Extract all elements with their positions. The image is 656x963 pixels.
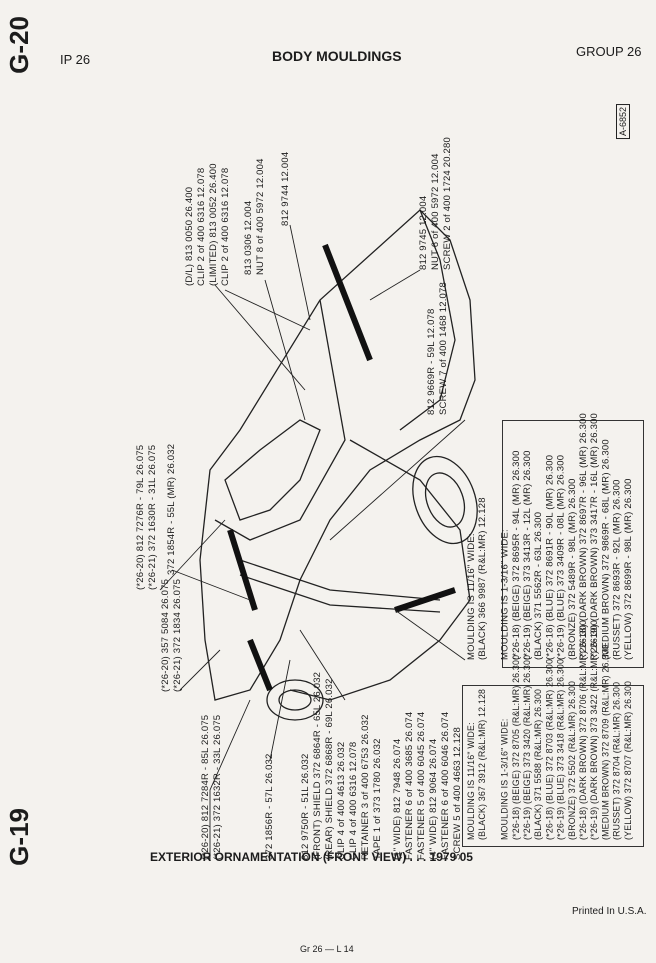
callout-line: 812 9745 12.004 xyxy=(418,195,429,270)
callout-line: (YELLOW) 372 8707 (R&L:MR) 26.300 xyxy=(622,680,633,840)
callout-line: TAPE 1 of 373 1780 26.032 xyxy=(372,738,383,860)
callout-line: 372 1854R - 55L (MR) 26.032 xyxy=(166,443,177,575)
page-code-bottom: G-19 xyxy=(4,808,34,866)
callout-line: (MEDIUM BROWN) 372 8709 (R&L:MR) 26.300 xyxy=(600,644,611,840)
diagram-caption: EXTERIOR ORNAMENTATION (FRONT VIEW) . . … xyxy=(150,850,473,864)
printed-note: Printed In U.S.A. xyxy=(572,906,647,917)
ip-label: IP 26 xyxy=(60,52,91,67)
callout-5084: (*26-20) 357 5084 26.075(*26-21) 372 183… xyxy=(160,578,184,692)
callout-line: (*26-21) 372 1834 26.075 xyxy=(172,578,183,692)
callout-line: (RUSSET) 372 8693R - 92L (MR) 26.300 xyxy=(611,479,623,660)
page-title: BODY MOULDINGS xyxy=(272,48,402,64)
callout-line xyxy=(488,685,499,840)
callout-line: (BLACK) 371 5562R - 63L 26.300 xyxy=(533,511,545,660)
reference-box: A-6852 xyxy=(616,104,630,140)
callout-line: SCREW 2 of 400 1724 20.280 xyxy=(442,136,453,270)
moulding-box-upper xyxy=(502,420,644,668)
moulding-list-lower: MOULDING IS 11/16" WIDE:(BLACK) 367 3912… xyxy=(466,620,634,840)
callout-line: CLIP 4 of 400 4613 26.032 xyxy=(336,741,347,860)
callout-line: FASTENER 6 of 400 6046 26.074 xyxy=(440,711,451,860)
callout-line: (4" WIDE) 812 9064 26.074 xyxy=(428,738,439,860)
callout-7284: (*26-20) 812 7284R - 85L 26.075(*26-21) … xyxy=(200,690,224,860)
callout-line: (*26-21) 372 1632R - 33L 26.075 xyxy=(212,714,223,860)
callout-line: (*26-20) 812 7276R - 79L 26.075 xyxy=(135,444,146,590)
callout-line: 812 9669R - 59L 12.078 xyxy=(426,308,437,415)
callout-line: MOULDING IS 1-3/16" WIDE: xyxy=(499,529,511,660)
callout-7276: (*26-20) 812 7276R - 79L 26.075(*26-21) … xyxy=(135,425,159,590)
callout-line: (BLACK) 366 9987 (R&L:MR) 12.128 xyxy=(477,497,489,660)
callout-line: (*26-19) (BLUE) 373 3418 (R&L:MR) 26.300 xyxy=(555,658,566,840)
callout-line: (*26-21) 372 1630R - 31L 26.075 xyxy=(147,444,158,590)
callout-line: (*26-20) 812 7284R - 85L 26.075 xyxy=(200,714,211,860)
callout-line: (*26-19) (BEIGE) 373 3420 (R&L:MR) 26.30… xyxy=(522,654,533,840)
callout-line: 372 1856R - 57L 26.032 xyxy=(264,753,275,860)
callout-line: NUT 6 of 400 5972 12.004 xyxy=(430,153,441,270)
page-code-top: G-20 xyxy=(4,16,34,74)
callout-line: (1" WIDE) 812 7948 26.074 xyxy=(392,738,403,860)
callout-9750: 812 9750R - 51L 26.032(FRONT) SHIELD 372… xyxy=(300,660,384,860)
callout-line: (BLACK) 367 3912 (R&L:MR) 12.128 xyxy=(477,688,488,840)
callout-line: RETAINER 3 of 400 6753 26.032 xyxy=(360,714,371,860)
callout-line: (*26-18) (DARK BROWN) 372 8706 (R&L:MR) … xyxy=(578,620,589,840)
callout-line: MOULDING IS 1-3/16" WIDE: xyxy=(499,718,510,840)
page-reference: Gr 26 — L 14 xyxy=(300,944,354,954)
callout-line: (BRONZE) 372 5489R - 98L (MR) 26.300 xyxy=(566,478,578,660)
group-label: GROUP 26 xyxy=(576,44,642,59)
callout-line: (*26-18) (BLUE) 372 8703 (R&L:MR) 26.300 xyxy=(544,658,555,840)
callout-line: (BRONZE) 372 5502 (R&L:MR) 26.300 xyxy=(566,680,577,840)
callout-1856: 372 1856R - 57L 26.032 xyxy=(264,745,276,860)
callout-line: (RUSSET) 372 8704 (R&L:MR) 26.300 xyxy=(611,681,622,840)
callout-line: FASTENER 6 of 400 3685 26.074 xyxy=(404,711,415,860)
callout-line: 812 9750R - 51L 26.032 xyxy=(300,753,311,860)
callout-line: (*26-19) (DARK BROWN) 373 3422 (R&L:MR) … xyxy=(589,620,600,840)
callout-9744: 812 9744 12.004 xyxy=(280,150,292,226)
callout-line: FASTENER 5 of 400 6045 26.074 xyxy=(416,711,427,860)
callout-1854: 372 1854R - 55L (MR) 26.032 xyxy=(166,443,178,575)
callout-line: 813 0306 12.004 xyxy=(243,200,254,275)
callout-line: (*26-18) (BEIGE) 372 8695R - 94L (MR) 26… xyxy=(510,450,522,660)
callout-line: CLIP 2 of 400 6316 12.078 xyxy=(196,167,207,286)
callout-line: (*26-18) (BLUE) 372 8691R - 90L (MR) 26.… xyxy=(544,454,556,660)
moulding-list-upper: MOULDING IS 11/16" WIDE:(BLACK) 366 9987… xyxy=(466,413,634,660)
callout-line: (D/L) 813 0050 26.400 xyxy=(184,186,195,286)
callout-line: (REAR) SHIELD 372 6868R - 69L 26.032 xyxy=(324,678,335,860)
callout-line: (*26-19) (BLUE) 373 3409R - 08L (MR) 26.… xyxy=(555,454,567,660)
callout-line: (YELLOW) 372 8699R - 98L (MR) 26.300 xyxy=(622,478,634,660)
callout-line: CLIP 4 of 400 6316 12.078 xyxy=(348,741,359,860)
callout-line: 812 9744 12.004 xyxy=(280,151,291,226)
callout-line: SCREW 7 of 400 1468 12.078 xyxy=(438,281,449,415)
callout-line: (MEDIUM BROWN) 372 9869R - 68L (MR) 26.3… xyxy=(600,439,612,660)
moulding-box-lower xyxy=(462,685,644,847)
callout-line xyxy=(488,420,499,660)
callout-line: MOULDING IS 11/16" WIDE: xyxy=(466,533,477,660)
callout-line: (BLACK) 371 5588 (R&L:MR) 26.300 xyxy=(533,688,544,840)
callout-line: (*26-20) 357 5084 26.075 xyxy=(160,578,171,692)
callout-line: NUT 8 of 400 5972 12.004 xyxy=(255,158,266,275)
callout-line: (LIMITED) 813 0052 26.400 xyxy=(208,163,219,286)
callout-line: MOULDING IS 11/16" WIDE: xyxy=(466,722,476,840)
callout-line: (*26-19) (BEIGE) 373 3413R - 12L (MR) 26… xyxy=(522,450,534,660)
callout-line: CLIP 2 of 400 6316 12.078 xyxy=(220,167,231,286)
callout-line: (FRONT) SHIELD 372 6864R - 65L 26.032 xyxy=(312,671,323,860)
callout-line: (*26-18) (BEIGE) 372 8705 (R&L:MR) 26.30… xyxy=(510,654,521,840)
